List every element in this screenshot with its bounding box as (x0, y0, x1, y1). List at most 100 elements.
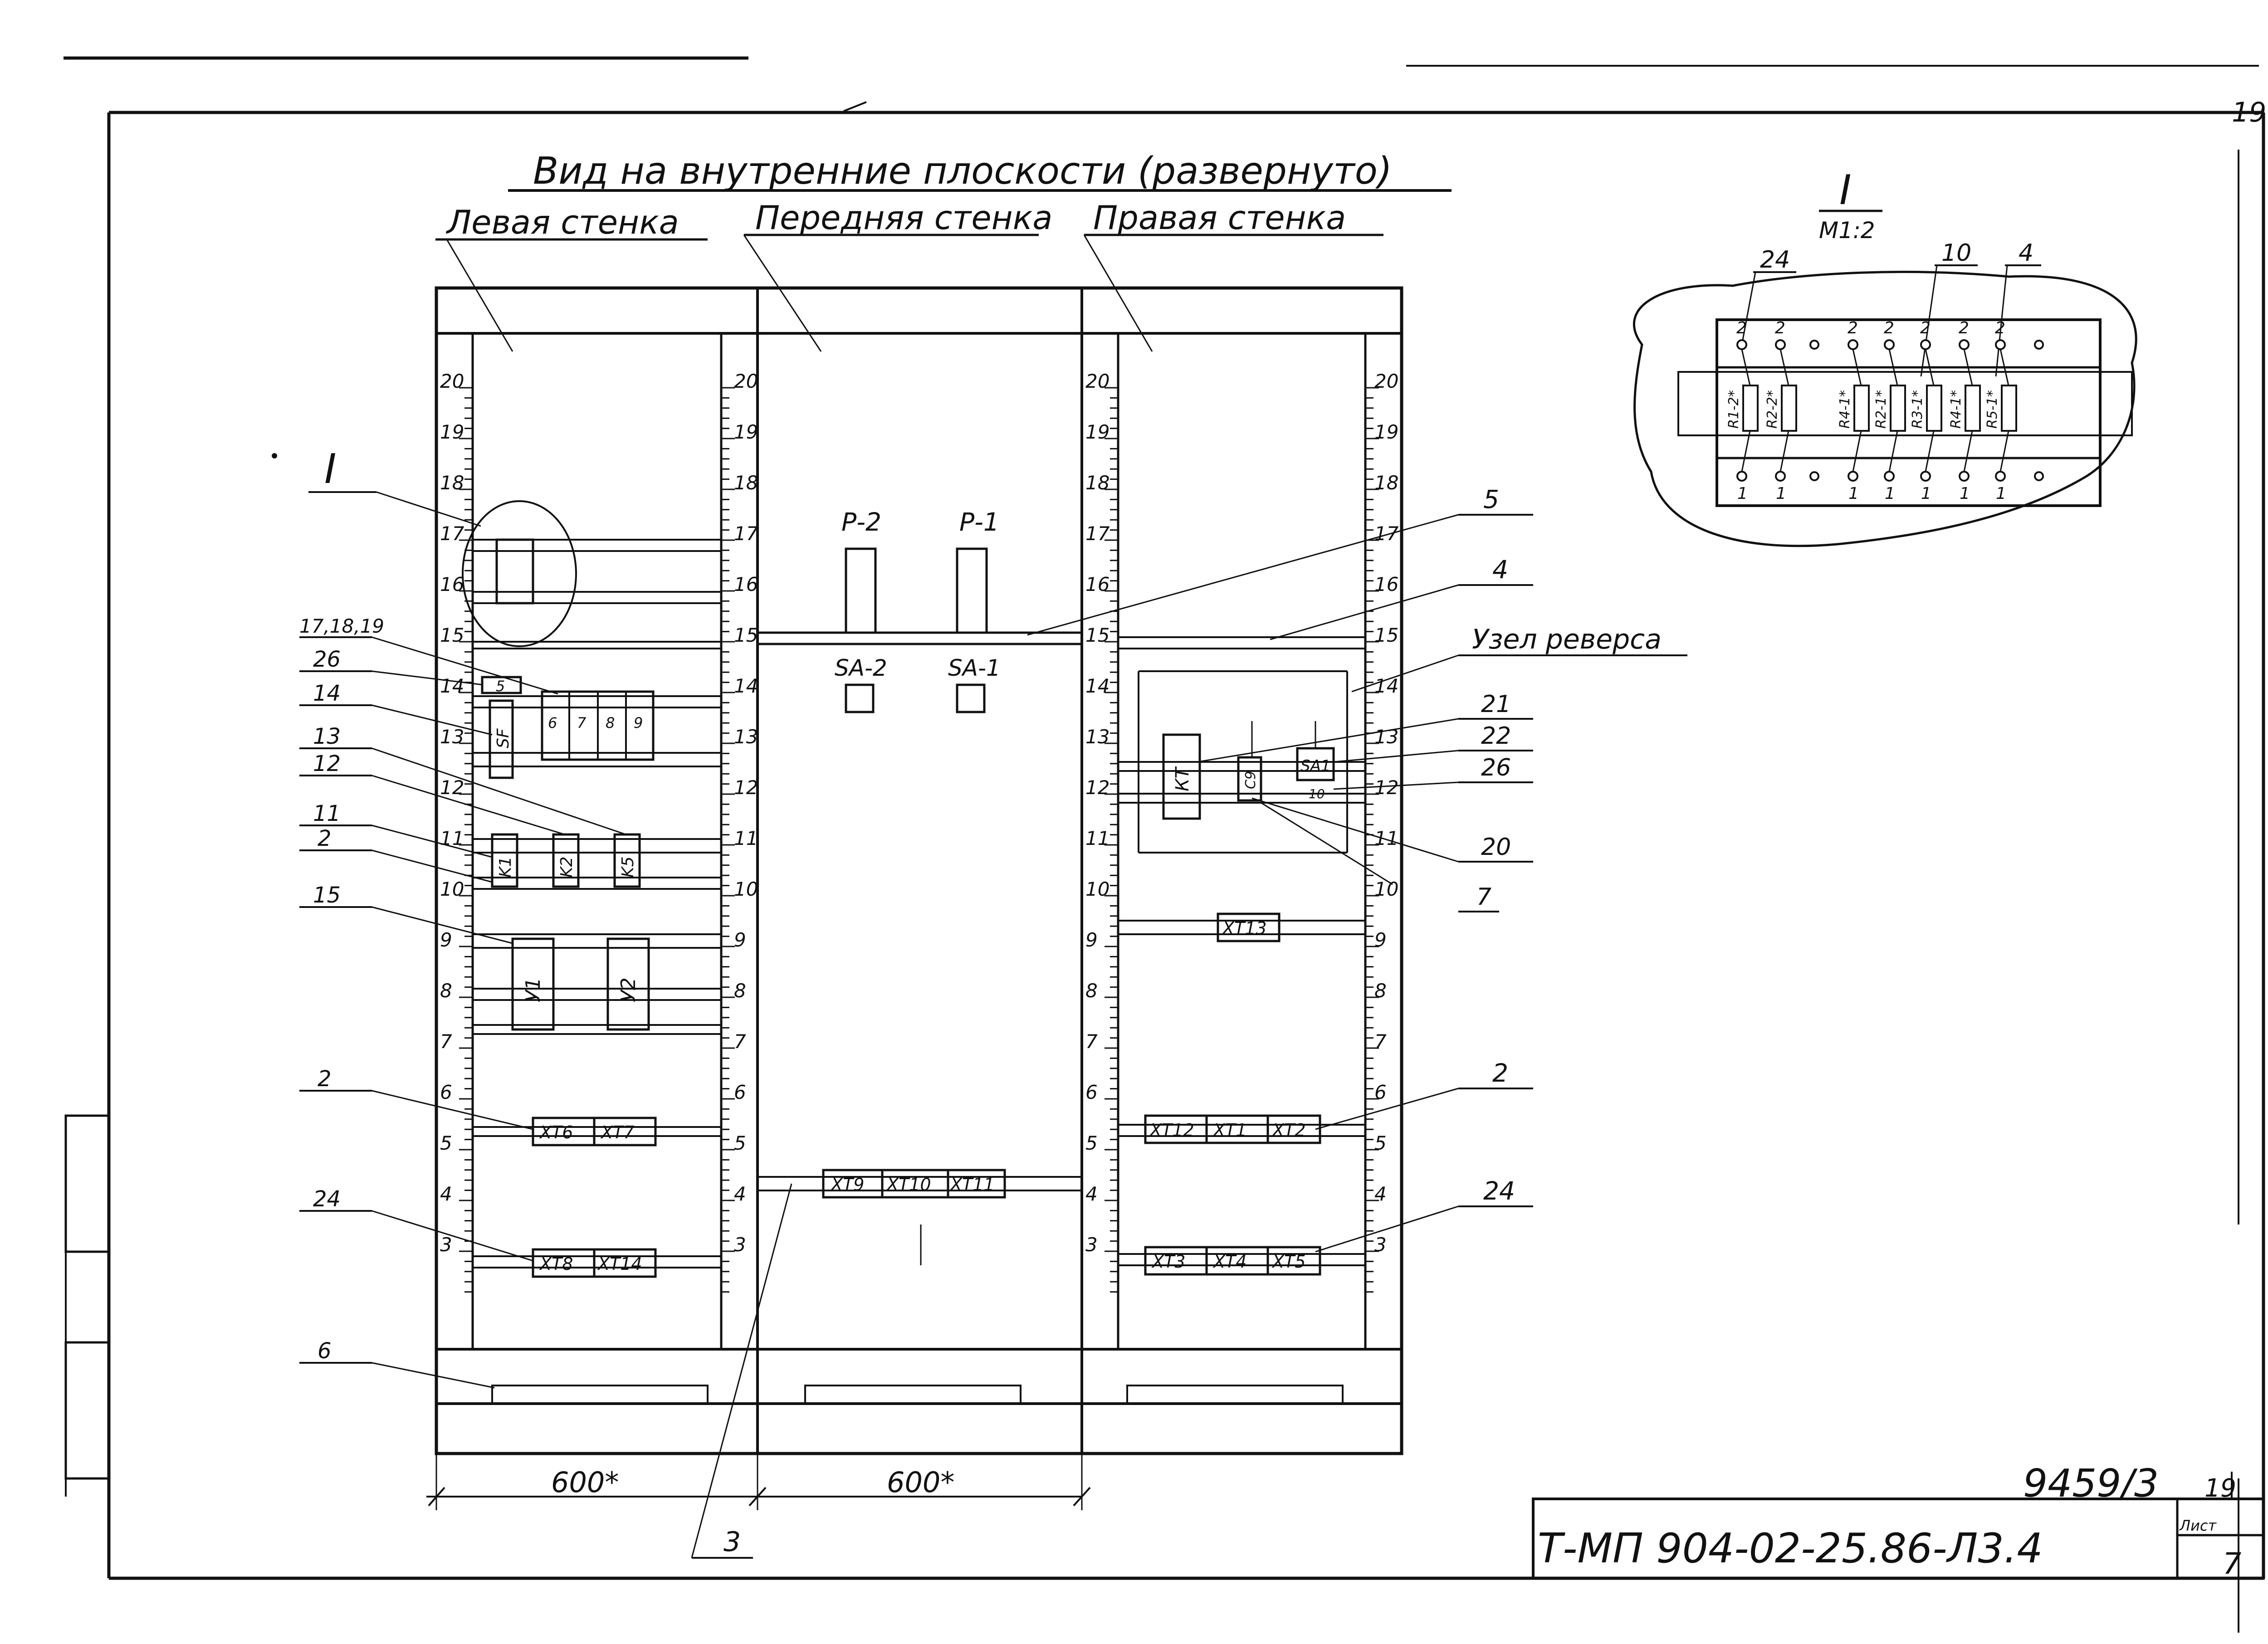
detail-resistor-label: R3-1* (1910, 390, 1926, 429)
detail-bottom-pin: 1 (1996, 484, 2006, 503)
resistor-block (495, 538, 534, 605)
device-y2-label: У2 (617, 977, 640, 1002)
detail-bottom-pin: 1 (1737, 484, 1748, 503)
callout-26: 26 (313, 647, 341, 672)
left-callouts: I 17,18,19 26 14 13 12 11 2 15 (299, 445, 626, 1389)
callout-7: 7 (1476, 883, 1491, 911)
device-y1 (511, 937, 555, 1031)
ruler-number: 10 (734, 878, 758, 900)
ruler-number: 14 (1085, 675, 1110, 697)
page-number: 19 (2232, 97, 2266, 128)
callout-4: 4 (1492, 555, 1508, 584)
detail-bottom-pin: 1 (1848, 484, 1859, 503)
terminal-xt13-label: ХТ13 (1222, 918, 1267, 938)
detail-resistor (1890, 385, 1906, 432)
ruler-number: 19 (1085, 421, 1110, 443)
detail-terminal (1959, 471, 1970, 482)
terminal-xt14 (593, 1248, 657, 1278)
ruler-number: 11 (1085, 827, 1110, 849)
ruler-number: 4 (734, 1183, 746, 1205)
ruler-number: 16 (1085, 573, 1110, 595)
ruler-number: 14 (734, 675, 758, 697)
detail-terminal (1775, 471, 1786, 482)
ruler-number: 20 (440, 370, 464, 392)
detail-lead (1888, 430, 1898, 472)
ruler-number: 5 (734, 1132, 746, 1154)
detail-lead (1779, 430, 1789, 472)
detail-terminal (1775, 339, 1786, 350)
detail-resistor (1742, 385, 1759, 432)
contactor-k2 (552, 833, 580, 888)
detail-terminal (1736, 471, 1747, 482)
dimension-left-width: 600* (551, 1466, 619, 1499)
callout-2-lower: 2 (318, 1066, 332, 1092)
detail-callout-4: 4 (2019, 239, 2033, 267)
drawing-frame (64, 111, 2265, 1580)
ruler-number: 14 (1374, 675, 1398, 697)
detail-top-pin: 2 (1920, 319, 1931, 337)
ruler-number: 7 (1085, 1030, 1098, 1053)
reverse-assembly-frame (1138, 670, 1348, 854)
terminal-xt7 (593, 1117, 657, 1146)
front-wall-title: Передняя стенка (755, 199, 1052, 237)
contactor-k5 (613, 833, 641, 888)
relay-8-label: 8 (606, 714, 615, 732)
detail-bottom-pin: 1 (1885, 484, 1895, 503)
detail-top-pin: 2 (1736, 319, 1747, 337)
terminal-xt13 (1217, 912, 1281, 942)
detail-lead (1999, 349, 2009, 386)
terminal-xt3-label: ХТ3 (1151, 1252, 1185, 1272)
callout-14: 14 (313, 681, 341, 706)
detail-i-circle (462, 500, 577, 647)
callout-11: 11 (313, 801, 341, 826)
ruler-number: 11 (734, 827, 758, 849)
ruler-number: 11 (1374, 827, 1398, 849)
detail-break-outline (1633, 271, 2137, 547)
ruler-number: 8 (734, 980, 746, 1002)
relay-group: 6 7 8 9 (541, 690, 655, 761)
ruler-number: 4 (440, 1183, 452, 1205)
detail-resistor-label: R4-1* (1837, 390, 1853, 429)
detail-terminal (1884, 471, 1895, 482)
detail-lead (1963, 349, 1973, 386)
terminal-xt8-label: ХТ8 (539, 1254, 573, 1274)
ruler-number: 15 (1374, 624, 1398, 646)
ruler-labels: 2019181716151413121110987654320191817161… (440, 370, 1399, 1256)
ruler-number: 20 (1085, 370, 1110, 392)
callout-26-right: 26 (1481, 754, 1511, 781)
sheet-small-number: 19 (2204, 1473, 2236, 1503)
ruler-number: 9 (1085, 929, 1098, 951)
ruler-number: 10 (1374, 878, 1398, 900)
switch-sa2 (845, 683, 875, 713)
ruler-number: 15 (1085, 624, 1110, 646)
inventory-number: 9459/3 (2023, 1461, 2159, 1506)
device-y1-label: У1 (522, 977, 545, 1002)
detail-spare-terminal (2034, 340, 2044, 350)
switch-sa1-reverse-label: SA1 (1300, 757, 1330, 775)
callout-20: 20 (1481, 834, 1511, 861)
callout-view-i: I (324, 445, 337, 493)
detail-terminal (1736, 339, 1747, 350)
breaker-sf-label: SF (494, 728, 513, 748)
contactor-k1-label: K1 (496, 856, 515, 878)
detail-lead (1741, 349, 1751, 386)
ruler-number: 9 (1374, 929, 1387, 951)
callout-24: 24 (313, 1186, 341, 1212)
detail-lead (1852, 349, 1862, 386)
contactor-k5-label: K5 (619, 856, 637, 878)
detail-terminal (1995, 471, 2006, 482)
terminal-xt4-label: ХТ4 (1212, 1252, 1246, 1272)
ruler-number: 5 (440, 1132, 452, 1154)
detail-callout-24: 24 (1760, 246, 1790, 273)
detail-lead (1925, 430, 1935, 472)
detail-resistor (1926, 385, 1942, 432)
terminal-xt5 (1266, 1246, 1321, 1276)
switch-sa1-sub-label: 10 (1309, 786, 1325, 801)
terminal-xt14-label: ХТ14 (597, 1254, 642, 1274)
detail-lead (1963, 430, 1973, 472)
detail-resistor (1781, 385, 1797, 432)
ruler-number: 20 (1374, 370, 1398, 392)
detail-view-label: I (1839, 166, 1852, 214)
ruler-number: 6 (440, 1081, 452, 1103)
detail-lead (1852, 430, 1862, 472)
